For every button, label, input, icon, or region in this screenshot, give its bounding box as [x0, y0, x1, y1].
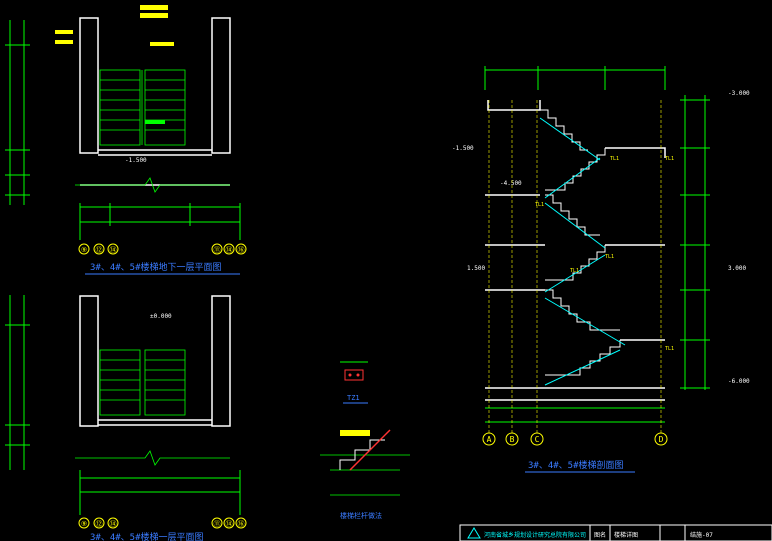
plan-top-axis-l1: ⑨	[81, 246, 87, 254]
title-block: 河南省城乡规划设计研究总院有限公司 图名 楼梯详图 结施-07	[459, 524, 772, 541]
plan-basement: -1.500 ⑨ ⑫ ⑭ ⑪ ⑭ ⑯ 3#、4#、5#楼梯地下一层平面图	[5, 5, 247, 275]
section-level-l1: -1.500	[452, 145, 474, 152]
plan-bottom-axis-l3: ⑭	[110, 520, 117, 528]
plan-bottom-axis-r3: ⑯	[238, 520, 245, 528]
section-level-r3: -6.000	[728, 378, 750, 385]
beam-label-2: TL1	[665, 156, 674, 162]
titleblock-field2: 楼梯详图	[614, 531, 638, 539]
plan-bottom-axis-r2: ⑭	[226, 520, 233, 528]
beam-label-6: TL1	[665, 346, 674, 352]
plan-top-axis-r2: ⑭	[226, 246, 233, 254]
plan-top-axis-l2: ⑫	[96, 246, 103, 254]
titleblock-field1: 图名	[594, 531, 606, 539]
beam-label-4: TL1	[605, 254, 614, 260]
section-axis-c: C	[535, 435, 540, 444]
plan-top-level: -1.500	[125, 157, 147, 164]
plan-bottom-axis-r1: ⑪	[214, 520, 221, 528]
beam-label-5: TL1	[570, 268, 579, 274]
tz-label: TZ1	[347, 394, 360, 402]
plan-top-axis-r3: ⑯	[238, 246, 245, 254]
section-level-l3: 1.500	[467, 265, 485, 272]
stair-section: TL1 TL1 TL1 TL1 TL1 TL1 -3.000 3.000 -6.…	[452, 66, 750, 473]
titleblock-company: 河南省城乡规划设计研究总院有限公司	[484, 531, 586, 539]
plan-bottom-title: 3#、4#、5#楼梯一层平面图	[90, 531, 204, 541]
section-level-l2: -4.500	[500, 180, 522, 187]
section-title: 3#、4#、5#楼梯剖面图	[528, 459, 624, 471]
plan-top-axis-l3: ⑭	[110, 246, 117, 254]
section-level-r2: 3.000	[728, 265, 746, 272]
beam-label-3: TL1	[535, 202, 544, 208]
plan-bottom-axis-l1: ⑨	[81, 520, 87, 528]
section-axis-a: A	[487, 435, 492, 444]
section-axis-b: B	[510, 435, 515, 444]
section-axis-d: D	[659, 435, 664, 444]
details-group: TZ1 楼梯栏杆做法	[320, 361, 410, 520]
railing-detail-label: 楼梯栏杆做法	[340, 511, 382, 520]
beam-label-1: TL1	[610, 156, 619, 162]
plan-bottom-axis-l2: ⑫	[96, 520, 103, 528]
titleblock-field3: 结施-07	[690, 531, 713, 539]
section-level-r1: -3.000	[728, 90, 750, 97]
plan-first-floor: ±0.000 ⑨ ⑫ ⑭ ⑪ ⑭ ⑯ 3#、4#、5#楼梯一层平面图	[5, 295, 247, 541]
plan-top-title: 3#、4#、5#楼梯地下一层平面图	[90, 261, 222, 273]
plan-bottom-level: ±0.000	[150, 313, 172, 320]
plan-top-axis-r1: ⑪	[214, 246, 221, 254]
